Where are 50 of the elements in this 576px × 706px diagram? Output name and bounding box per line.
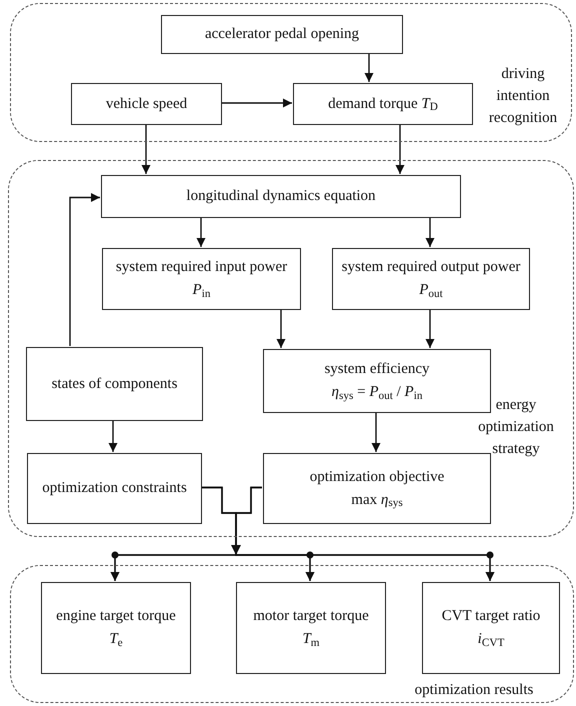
box-text: T$_{e}$ xyxy=(109,630,123,649)
process-box xyxy=(263,453,491,524)
box-text: motor target torque xyxy=(253,607,369,626)
group-label: driving intention recognition xyxy=(488,65,558,128)
box-text: max η$_{sys}$ xyxy=(351,490,403,510)
group-label: optimization results xyxy=(414,681,534,700)
box-text: states of components xyxy=(52,374,178,394)
arrow xyxy=(396,124,404,174)
box-text: engine target torque xyxy=(56,607,176,626)
process-box xyxy=(27,453,202,524)
box-text: T$_{m}$ xyxy=(302,630,320,649)
process-box xyxy=(161,15,403,54)
process-box xyxy=(293,83,473,125)
box-text: system required output power xyxy=(342,258,520,277)
dashed-group-frame xyxy=(8,160,574,537)
arrow xyxy=(221,98,292,108)
box-text: optimization objective xyxy=(310,468,444,486)
box-text: P$_{out}$ xyxy=(419,281,443,300)
arrow xyxy=(426,309,434,348)
process-box xyxy=(422,582,560,674)
box-text: CVT target ratio xyxy=(442,607,540,626)
box-text: system efficiency xyxy=(324,360,430,379)
arrow xyxy=(69,193,100,346)
arrow xyxy=(196,217,206,247)
process-box xyxy=(41,582,191,674)
box-text: accelerator pedal opening xyxy=(204,25,360,44)
box-text: optimization constraints xyxy=(42,479,187,498)
dashed-group-frame xyxy=(10,3,572,142)
process-box xyxy=(26,347,203,421)
arrow xyxy=(364,53,374,82)
process-box xyxy=(71,83,222,125)
dashed-group-frame xyxy=(10,565,574,703)
arrow xyxy=(142,124,150,174)
box-text: i$_{CVT}$ xyxy=(478,630,504,649)
process-box xyxy=(332,248,530,310)
arrow xyxy=(372,412,380,452)
arrow xyxy=(426,217,434,247)
box-text: longitudinal dynamics equation xyxy=(186,187,376,206)
box-text: system required input power xyxy=(116,258,288,277)
arrow xyxy=(108,420,118,452)
box-text: P$_{in}$ xyxy=(192,281,210,300)
group-label: energy optimization strategy xyxy=(477,396,555,459)
box-text: η$_{sys}$ = P$_{out}$ / P$_{in}$ xyxy=(332,383,422,402)
process-box xyxy=(263,349,491,413)
process-box xyxy=(236,582,386,674)
box-text: vehicle speed xyxy=(106,94,188,114)
process-box xyxy=(101,175,461,218)
arrow xyxy=(276,309,286,348)
process-box xyxy=(102,248,301,310)
box-text: demand torque T$_{D}$ xyxy=(328,94,438,114)
